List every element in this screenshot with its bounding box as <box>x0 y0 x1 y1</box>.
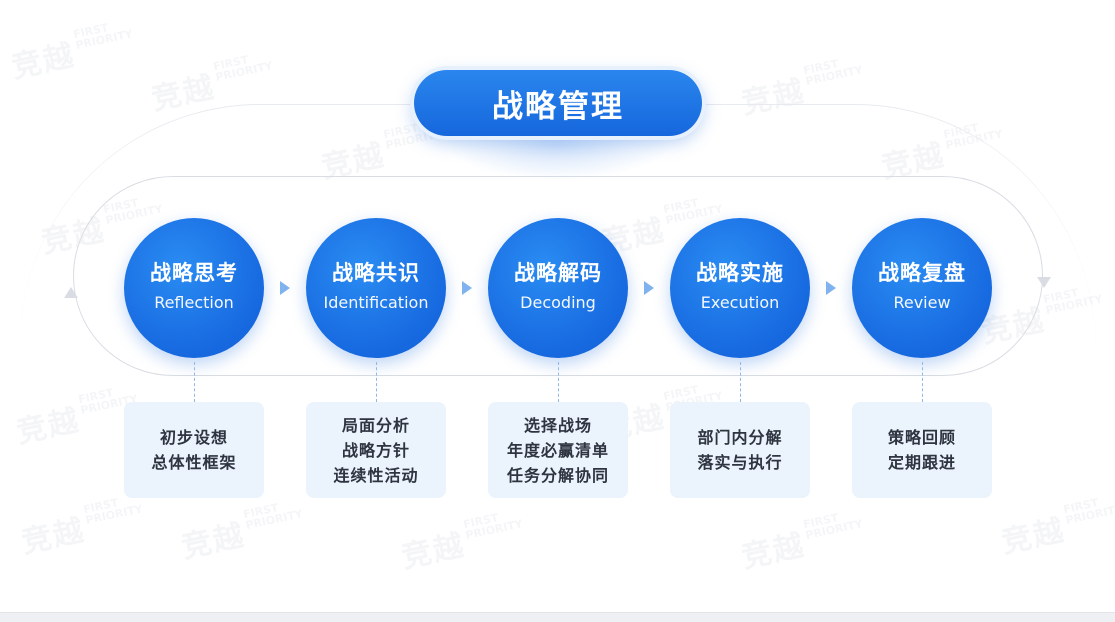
cycle-arrow-up-icon <box>64 287 78 298</box>
flow-arrow-right-icon <box>644 281 654 295</box>
detail-line: 策略回顾 <box>887 428 956 447</box>
step-title-cn: 战略共识 <box>332 260 420 285</box>
flow-arrow-right-icon <box>280 281 290 295</box>
step-detail-card-execution: 部门内分解 落实与执行 <box>670 402 810 498</box>
step-circle-decoding: 战略解码 Decoding <box>488 218 628 358</box>
detail-line: 部门内分解 <box>697 428 783 447</box>
step-detail-card-review: 策略回顾 定期跟进 <box>852 402 992 498</box>
step-circle-execution: 战略实施 Execution <box>670 218 810 358</box>
step-title-en: Review <box>893 292 951 312</box>
detail-line: 连续性活动 <box>333 465 419 485</box>
step-title-en: Identification <box>323 292 429 312</box>
step-circle-review: 战略复盘 Review <box>852 218 992 358</box>
step-connector <box>922 362 923 402</box>
step-connector <box>558 362 559 402</box>
diagram-title: 战略管理 <box>492 88 624 125</box>
step-detail-card-identification: 局面分析 战略方针 连续性活动 <box>306 402 446 498</box>
detail-line: 年度必赢清单 <box>506 440 609 460</box>
detail-line: 局面分析 <box>341 415 410 435</box>
detail-line: 定期跟进 <box>887 453 956 472</box>
detail-line: 落实与执行 <box>697 453 783 472</box>
detail-line: 选择战场 <box>523 415 592 435</box>
title-pill: 战略管理 <box>414 70 702 136</box>
detail-line: 战略方针 <box>341 440 410 460</box>
step-title-cn: 战略实施 <box>696 260 784 285</box>
flow-arrow-right-icon <box>462 281 472 295</box>
step-connector <box>740 362 741 402</box>
step-circle-identification: 战略共识 Identification <box>306 218 446 358</box>
flow-arrow-right-icon <box>826 281 836 295</box>
step-title-en: Execution <box>700 292 780 312</box>
step-connector <box>376 362 377 402</box>
step-title-en: Decoding <box>520 292 596 312</box>
detail-line: 初步设想 <box>159 428 228 447</box>
step-detail-card-reflection: 初步设想 总体性框架 <box>124 402 264 498</box>
cycle-arrow-down-icon <box>1037 277 1051 288</box>
step-circle-reflection: 战略思考 Reflection <box>124 218 264 358</box>
step-title-cn: 战略思考 <box>150 260 238 285</box>
detail-line: 任务分解协同 <box>506 465 609 485</box>
step-connector <box>194 362 195 402</box>
step-title-cn: 战略复盘 <box>878 260 966 285</box>
step-detail-card-decoding: 选择战场 年度必赢清单 任务分解协同 <box>488 402 628 498</box>
bottom-strip <box>0 612 1115 622</box>
step-title-cn: 战略解码 <box>514 260 602 285</box>
step-title-en: Reflection <box>154 292 234 312</box>
detail-line: 总体性框架 <box>151 453 237 472</box>
